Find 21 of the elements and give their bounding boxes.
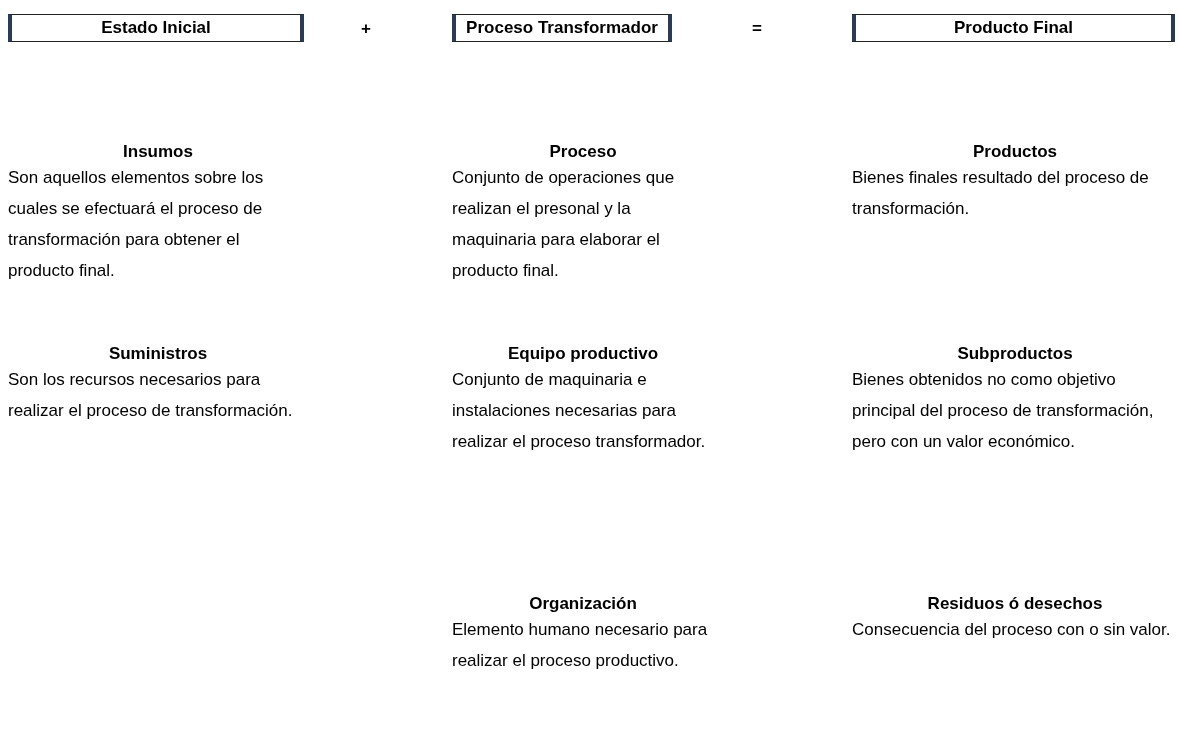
section-heading: Residuos ó desechos <box>926 593 1104 615</box>
description-text: Conjunto de operaciones que realizan el presonal y la maquinaria para elaborar el producto final. <box>452 167 676 282</box>
section-heading: Proceso <box>548 141 618 163</box>
section-heading: Subproductos <box>956 343 1074 365</box>
section-heading: Equipo productivo <box>506 343 660 365</box>
description-text: Bienes finales resultado del proceso de transformación. <box>852 167 1150 220</box>
description-text: Conjunto de maquinaria e instalaciones necesarias para realizar el proceso transformador. <box>452 369 707 453</box>
header-box: Estado Inicial <box>8 14 304 42</box>
operator-sign: = <box>751 18 763 40</box>
section-heading: Suministros <box>107 343 209 365</box>
description-text: Bienes obtenidos no como objetivo principal del proceso de transformación, pero con un valor económico. <box>852 369 1155 453</box>
header-box: Producto Final <box>852 14 1175 42</box>
header-box: Proceso Transformador <box>452 14 672 42</box>
operator-sign: + <box>360 18 372 40</box>
section-heading: Organización <box>528 593 638 615</box>
section-heading: Productos <box>971 141 1059 163</box>
description-text: Son los recursos necesarios para realizar el proceso de transformación. <box>8 369 294 422</box>
description-text: Elemento humano necesario para realizar el proceso productivo. <box>452 619 709 672</box>
description-text: Consecuencia del proceso con o sin valor. <box>852 619 1172 641</box>
description-text: Son aquellos elementos sobre los cuales se efectuará el proceso de transformación para obtener el producto final. <box>8 167 265 282</box>
section-heading: Insumos <box>122 141 194 163</box>
